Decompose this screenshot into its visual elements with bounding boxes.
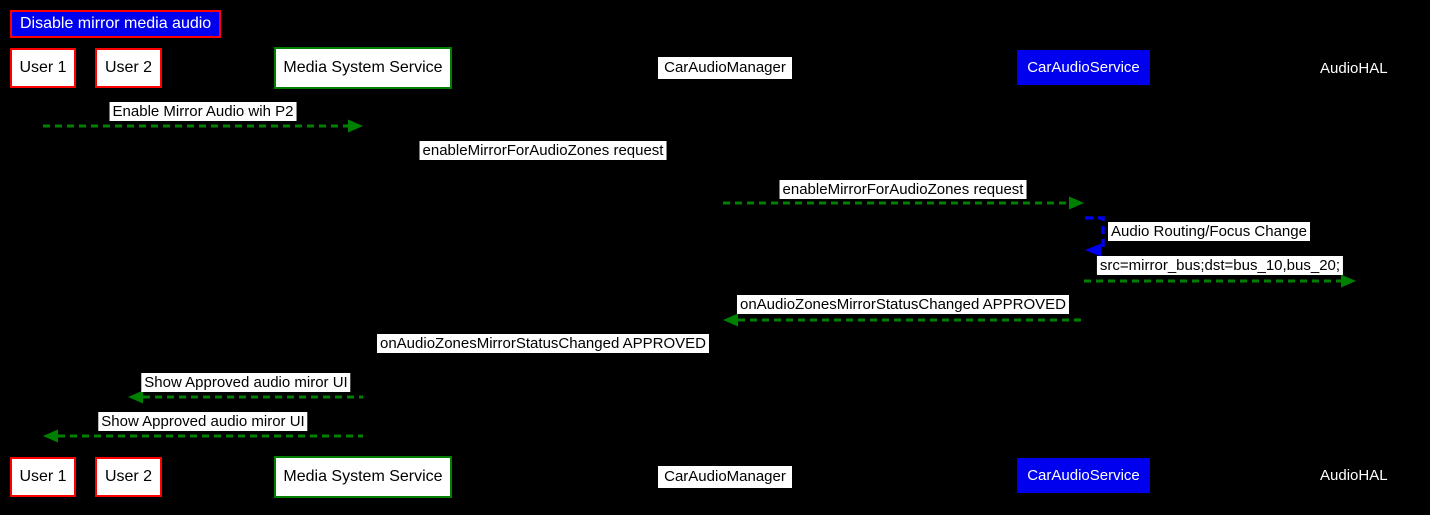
- arrow-src-mirror-bus: [1084, 274, 1356, 288]
- message-label-enablemirror-request-2: enableMirrorForAudioZones request: [779, 180, 1027, 199]
- participant-bottom-user1: User 1: [10, 457, 76, 497]
- message-label-audio-routing: Audio Routing/Focus Change: [1108, 222, 1310, 241]
- arrow-audio-routing-self-loop: [1085, 216, 1105, 257]
- participant-top-caraudioservice: CarAudioService: [1017, 50, 1150, 85]
- participant-bottom-media-system-service: Media System Service: [274, 456, 452, 498]
- message-label-show-approved-ui-2: Show Approved audio miror UI: [98, 412, 308, 431]
- diagram-title: Disable mirror media audio: [10, 10, 222, 38]
- arrow-enablemirror-request-1-hidden: [363, 157, 723, 171]
- arrow-show-approved-ui-1: [128, 390, 363, 404]
- arrow-show-approved-ui-2: [43, 429, 363, 443]
- participant-top-caraudiomanager: CarAudioManager: [658, 57, 792, 79]
- participant-bottom-caraudiomanager: CarAudioManager: [658, 466, 792, 488]
- message-label-src-mirror-bus: src=mirror_bus;dst=bus_10,bus_20;: [1096, 256, 1344, 275]
- message-label-show-approved-ui-1: Show Approved audio miror UI: [141, 373, 351, 392]
- participant-top-audiohal: AudioHAL: [1320, 60, 1388, 77]
- participant-top-user2: User 2: [95, 48, 162, 88]
- participant-bottom-caraudioservice: CarAudioService: [1017, 458, 1150, 493]
- arrow-enable-mirror-audio: [43, 119, 363, 133]
- participant-bottom-user2: User 2: [95, 457, 162, 497]
- participant-bottom-audiohal: AudioHAL: [1320, 467, 1388, 484]
- message-label-enablemirror-request-1: enableMirrorForAudioZones request: [419, 141, 667, 160]
- message-label-status-changed-1: onAudioZonesMirrorStatusChanged APPROVED: [736, 295, 1070, 314]
- arrow-status-changed-1: [723, 313, 1084, 327]
- arrow-enablemirror-request-2: [723, 196, 1084, 210]
- message-label-enable-mirror-audio: Enable Mirror Audio wih P2: [109, 102, 297, 121]
- participant-top-user1: User 1: [10, 48, 76, 88]
- message-label-status-changed-2: onAudioZonesMirrorStatusChanged APPROVED: [376, 334, 710, 353]
- participant-top-media-system-service: Media System Service: [274, 47, 452, 89]
- arrow-status-changed-2-hidden: [363, 351, 723, 365]
